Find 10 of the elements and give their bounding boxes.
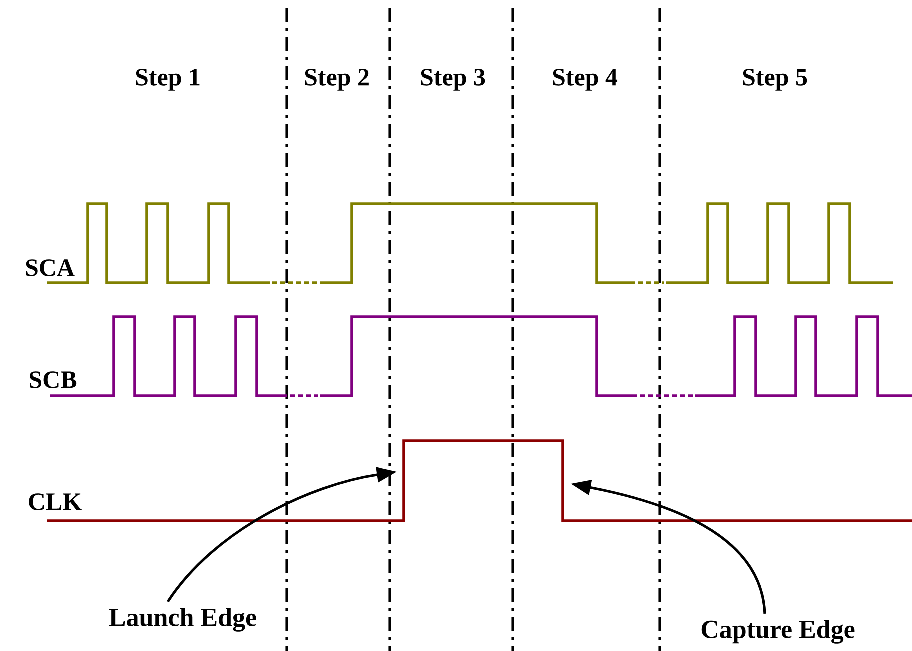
step-label: Step 1 — [136, 69, 200, 91]
step-label: Step 4 — [553, 69, 618, 91]
signal-label: SCB — [30, 372, 77, 388]
signal-label: CLK — [29, 494, 82, 510]
step-label: Step 2 — [305, 69, 369, 91]
signal-label: SCA — [26, 260, 75, 276]
step-label: Step 5 — [743, 69, 808, 91]
step-label: Step 3 — [421, 69, 486, 91]
edge-label: Launch Edge — [109, 608, 256, 632]
edge-label: Capture Edge — [702, 620, 855, 644]
